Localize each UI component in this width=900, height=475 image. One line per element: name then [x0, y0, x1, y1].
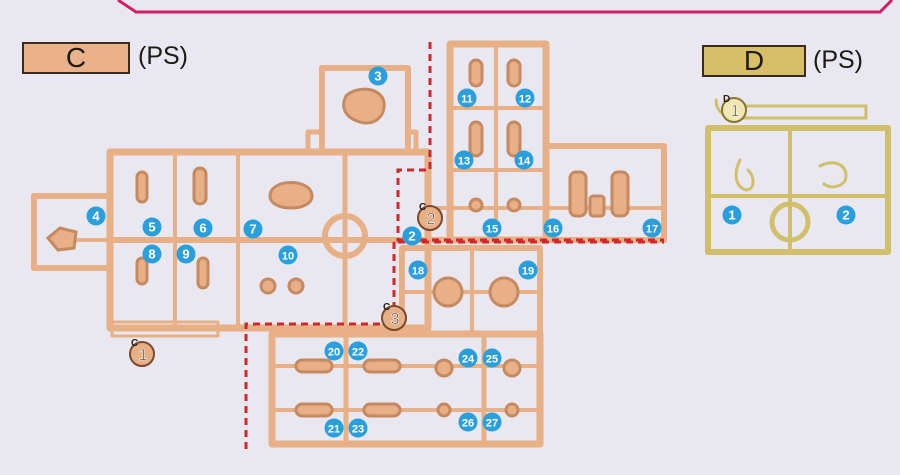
- tag-d1-number: 1: [731, 103, 740, 120]
- part-c-11-badge-label: 11: [461, 94, 473, 106]
- part-c-13-badge-label: 13: [458, 156, 470, 168]
- part-c-20-badge-label: 20: [328, 347, 340, 359]
- runner-d-label: D: [702, 45, 806, 77]
- header-accent-line: [117, 0, 894, 14]
- part-c-25-badge: 25: [482, 348, 502, 368]
- runner-d-material: (PS): [813, 46, 863, 74]
- part-c-18-badge: 18: [408, 260, 428, 280]
- part-c-19-badge: 19: [518, 260, 538, 280]
- part-c-6-badge-label: 6: [199, 221, 206, 236]
- part-c-19-badge-label: 19: [522, 266, 534, 278]
- part-d-2-badge: 2: [836, 205, 856, 225]
- part-c-21-badge-label: 21: [328, 424, 340, 436]
- runner-c-parts: [45, 58, 630, 418]
- tag-c1-number: 1: [139, 347, 148, 364]
- part-d-1-badge-label: 1: [728, 208, 735, 223]
- tag-c3-letter: C: [383, 302, 390, 313]
- tag-c1: C1: [129, 338, 155, 367]
- part-c-6-badge: 6: [193, 218, 213, 238]
- tag-c2-letter: C: [419, 202, 426, 213]
- part-c-20-badge: 20: [324, 341, 344, 361]
- runner-d-letter: D: [743, 45, 765, 76]
- part-c-12-badge: 12: [515, 88, 535, 108]
- part-c-23-badge: 23: [348, 418, 368, 438]
- part-c-27-badge-label: 27: [486, 418, 498, 430]
- part-c-24-badge: 24: [458, 348, 478, 368]
- part-c-10-badge-label: 10: [282, 251, 294, 263]
- part-c-10-badge: 10: [278, 245, 298, 265]
- part-c-8-badge: 8: [142, 244, 162, 264]
- part-d-1-badge: 1: [722, 205, 742, 225]
- part-c-15-badge: 15: [482, 218, 502, 238]
- part-c-14-badge-label: 14: [518, 156, 531, 168]
- part-c-17-badge: 17: [642, 218, 662, 238]
- part-c-18-badge-label: 18: [412, 266, 424, 278]
- part-c-8-badge-label: 8: [148, 247, 155, 262]
- part-d-2-badge-label: 2: [842, 208, 849, 223]
- part-c-2-badge-label: 2: [408, 229, 415, 244]
- tag-c1-letter: C: [131, 338, 138, 349]
- runner-d-frame: [705, 98, 891, 255]
- part-c-5-badge-label: 5: [148, 220, 155, 235]
- part-c-14-badge: 14: [514, 150, 534, 170]
- part-c-4-badge: 4: [86, 206, 106, 226]
- part-c-26-badge-label: 26: [462, 418, 474, 430]
- part-c-7-badge: 7: [243, 219, 263, 239]
- part-c-12-badge-label: 12: [519, 94, 531, 106]
- part-c-4-badge-label: 4: [92, 209, 100, 224]
- part-c-16-badge: 16: [543, 218, 563, 238]
- part-c-11-badge: 11: [457, 88, 477, 108]
- part-c-23-badge-label: 23: [352, 424, 364, 436]
- cut-lines: [244, 42, 664, 452]
- part-c-15-badge-label: 15: [486, 224, 498, 236]
- tag-c3-number: 3: [391, 311, 400, 328]
- part-c-22-badge: 22: [348, 341, 368, 361]
- part-c-27-badge: 27: [482, 412, 502, 432]
- part-c-24-badge-label: 24: [462, 354, 475, 366]
- tag-d1-letter: D: [723, 94, 730, 105]
- part-c-21-badge: 21: [324, 418, 344, 438]
- runner-c-material: (PS): [138, 42, 188, 70]
- part-c-25-badge-label: 25: [486, 354, 498, 366]
- part-c-2-badge: 2: [402, 226, 422, 246]
- tag-c3: C3: [381, 302, 407, 331]
- runner-c-letter: C: [65, 42, 87, 73]
- part-c-16-badge-label: 16: [547, 224, 559, 236]
- tag-c2: C2: [417, 202, 443, 231]
- runner-c-label: C: [22, 42, 130, 74]
- part-c-9-badge-label: 9: [182, 247, 189, 262]
- part-c-3-badge: 3: [368, 66, 388, 86]
- part-c-22-badge-label: 22: [352, 347, 364, 359]
- part-c-7-badge-label: 7: [249, 222, 256, 237]
- part-c-17-badge-label: 17: [646, 224, 658, 236]
- tag-d1: D1: [721, 94, 747, 123]
- tag-c2-number: 2: [427, 211, 436, 228]
- part-c-9-badge: 9: [176, 244, 196, 264]
- part-c-26-badge: 26: [458, 412, 478, 432]
- part-c-13-badge: 13: [454, 150, 474, 170]
- part-c-5-badge: 5: [142, 217, 162, 237]
- part-c-3-badge-label: 3: [374, 69, 381, 84]
